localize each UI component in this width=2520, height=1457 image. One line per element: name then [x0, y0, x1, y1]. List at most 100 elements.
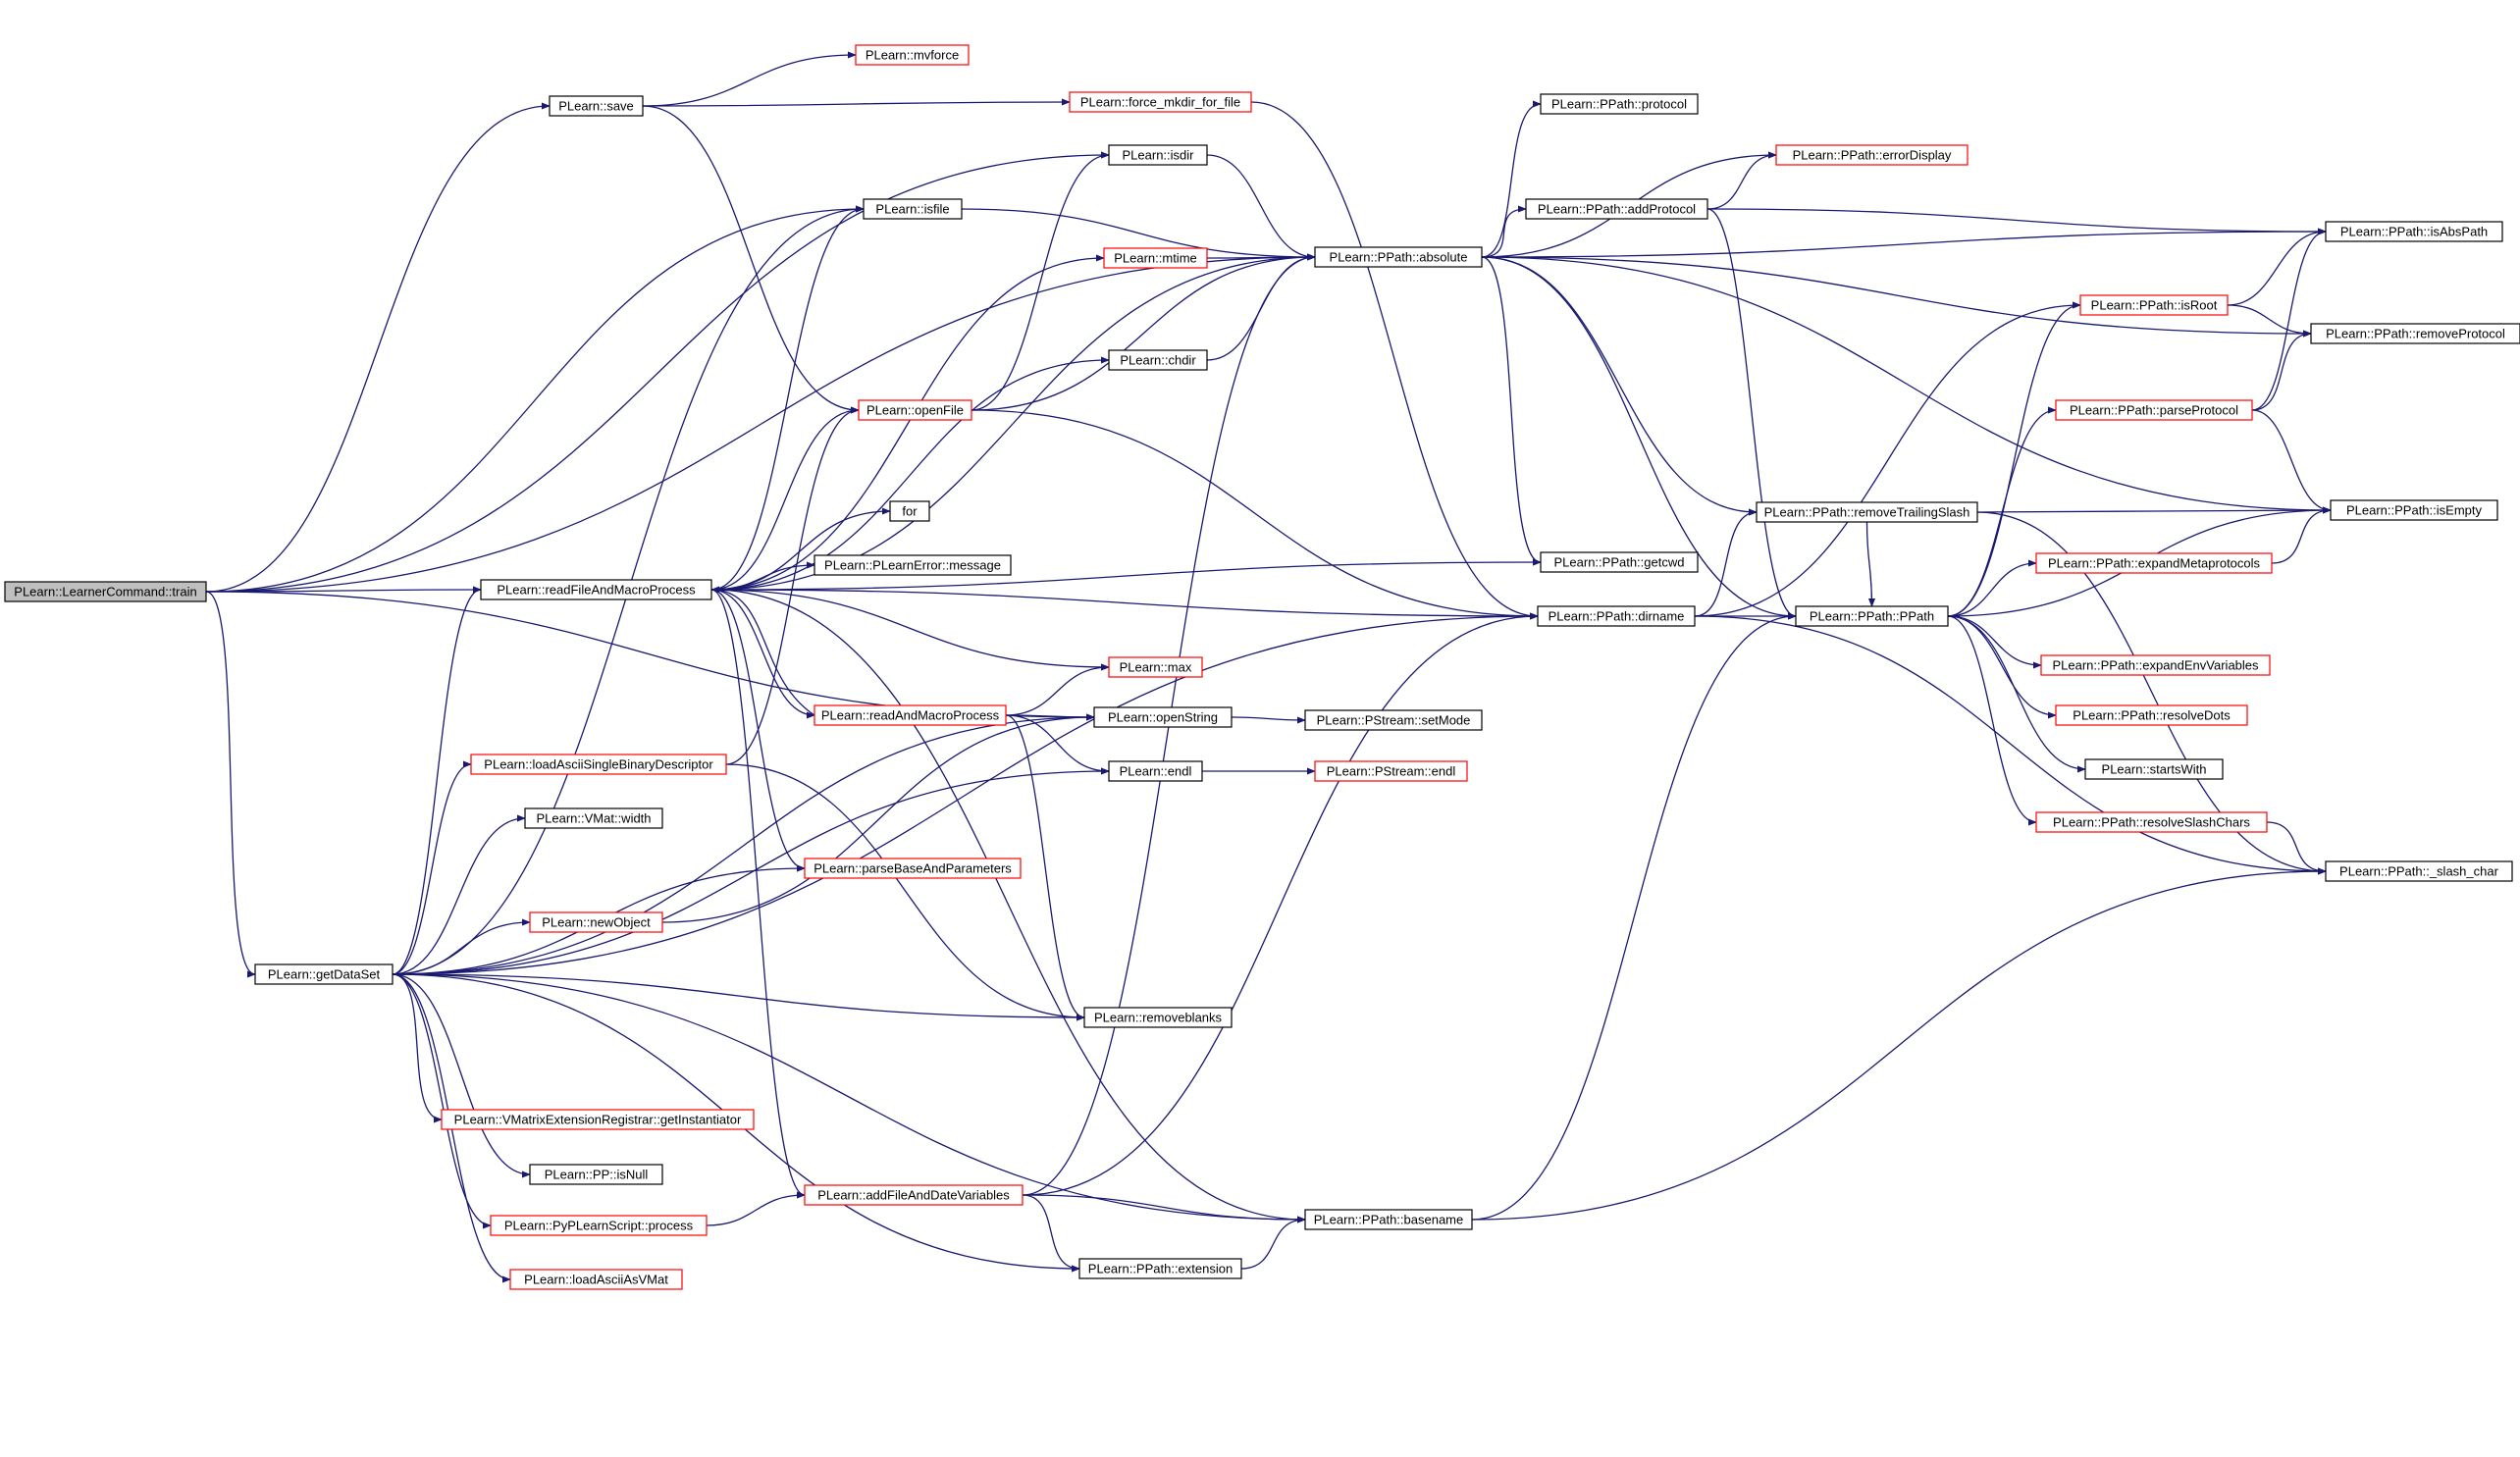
node-slashChar[interactable]: PLearn::PPath::_slash_char [2325, 860, 2513, 882]
node-removeblanks[interactable]: PLearn::removeblanks [1083, 1007, 1233, 1028]
node-label: PLearn::PPath::_slash_char [2339, 864, 2499, 879]
node-removeProtocol[interactable]: PLearn::PPath::removeProtocol [2310, 323, 2520, 344]
node-openFile[interactable]: PLearn::openFile [858, 399, 972, 421]
node-box [1304, 1209, 1473, 1230]
node-resolveDots[interactable]: PLearn::PPath::resolveDots [2055, 704, 2248, 726]
node-vmatWidth[interactable]: PLearn::VMat::width [524, 807, 663, 829]
node-getInstantiator[interactable]: PLearn::VMatrixExtensionRegistrar::getIn… [441, 1109, 755, 1130]
call-edge-ppath-to-startsWith [1947, 615, 2086, 773]
node-ppath[interactable]: PLearn::PPath::PPath [1795, 605, 1949, 627]
node-box [1795, 605, 1949, 627]
node-newObject[interactable]: PLearn::newObject [529, 911, 663, 933]
node-box [1078, 1258, 1242, 1279]
node-expandEnv[interactable]: PLearn::PPath::expandEnvVariables [2040, 654, 2271, 676]
call-edge-openFile-to-dirname [971, 409, 1539, 620]
call-edge-getDataSet-to-vmatWidth [392, 814, 526, 975]
call-edge-force_mkdir-to-dirname [1250, 101, 1539, 620]
call-edge-train-to-absolute [205, 253, 1316, 593]
node-readAndMacro[interactable]: PLearn::readAndMacroProcess [814, 704, 1007, 726]
node-errorDisplay[interactable]: PLearn::PPath::errorDisplay [1775, 144, 1969, 166]
node-setMode[interactable]: PLearn::PStream::setMode [1304, 709, 1483, 731]
node-loadAsciiSingle[interactable]: PLearn::loadAsciiSingleBinaryDescriptor [470, 754, 727, 775]
node-box [529, 911, 663, 933]
node-box [529, 1164, 663, 1185]
node-isEmpty[interactable]: PLearn::PPath::isEmpty [2330, 499, 2498, 521]
node-isdir[interactable]: PLearn::isdir [1108, 144, 1208, 166]
call-edge-save-to-mvforce [642, 51, 857, 107]
node-getDataSet[interactable]: PLearn::getDataSet [254, 963, 394, 985]
node-isRoot[interactable]: PLearn::PPath::isRoot [2079, 294, 2229, 316]
call-edge-basename-to-slashChar [1471, 867, 2327, 1221]
node-message[interactable]: PLearn::PLearnError::message [814, 554, 1012, 576]
node-for[interactable]: for [889, 500, 930, 522]
call-edge-removeTrailing-to-ppath [1865, 521, 1876, 607]
node-basename[interactable]: PLearn::PPath::basename [1304, 1209, 1473, 1230]
call-edge-addFileAndDate-to-basename [1022, 1194, 1306, 1223]
node-label: PLearn::PPath::dirname [1549, 609, 1685, 624]
node-endl[interactable]: PLearn::endl [1108, 760, 1203, 782]
call-edge-removeTrailing-to-isEmpty [1976, 506, 2332, 514]
node-max[interactable]: PLearn::max [1108, 656, 1203, 678]
node-label: for [902, 504, 918, 519]
node-readFile[interactable]: PLearn::readFileAndMacroProcess [480, 579, 712, 600]
node-label: PLearn::readFileAndMacroProcess [497, 583, 696, 598]
node-save[interactable]: PLearn::save [549, 95, 644, 117]
call-edge-readFile-to-openFile [710, 406, 860, 591]
node-dirname[interactable]: PLearn::PPath::dirname [1537, 605, 1696, 627]
node-absolute[interactable]: PLearn::PPath::absolute [1314, 246, 1483, 268]
node-label: PLearn::PLearnError::message [824, 558, 1001, 573]
call-edge-parseProtocol-to-isEmpty [2251, 409, 2332, 514]
call-edge-openString-to-setMode [1231, 716, 1306, 724]
call-edge-openFile-to-absolute [971, 253, 1316, 411]
node-label: PLearn::PPath::isEmpty [2346, 503, 2483, 518]
node-label: PLearn::PyPLearnScript::process [504, 1219, 694, 1233]
node-train[interactable]: PLearn::LearnerCommand::train [4, 581, 207, 602]
call-edge-addProtocol-to-errorDisplay [1706, 151, 1777, 210]
node-getcwd[interactable]: PLearn::PPath::getcwd [1540, 551, 1699, 573]
node-box [1108, 144, 1208, 166]
node-protocol[interactable]: PLearn::PPath::protocol [1540, 93, 1699, 115]
node-box [858, 399, 972, 421]
node-openString[interactable]: PLearn::openString [1093, 706, 1233, 728]
node-addProtocol[interactable]: PLearn::PPath::addProtocol [1525, 198, 1708, 220]
call-edge-absolute-to-removeProtocol [1481, 256, 2312, 338]
call-edge-absolute-to-isEmpty [1481, 256, 2332, 514]
node-addFileAndDate[interactable]: PLearn::addFileAndDateVariables [804, 1184, 1024, 1206]
node-label: PLearn::loadAsciiSingleBinaryDescriptor [484, 757, 713, 772]
node-pyProcess[interactable]: PLearn::PyPLearnScript::process [490, 1215, 708, 1236]
node-label: PLearn::max [1120, 660, 1192, 675]
node-isNull[interactable]: PLearn::PP::isNull [529, 1164, 663, 1185]
call-edge-absolute-to-ppath [1481, 256, 1797, 620]
call-edge-dirname-to-removeTrailing [1694, 508, 1758, 617]
node-parseBase[interactable]: PLearn::parseBaseAndParameters [804, 858, 1022, 879]
node-parseProtocol[interactable]: PLearn::PPath::parseProtocol [2055, 399, 2253, 421]
node-box [1069, 91, 1252, 113]
node-mvforce[interactable]: PLearn::mvforce [855, 44, 970, 66]
node-extension[interactable]: PLearn::PPath::extension [1078, 1258, 1242, 1279]
node-box [2084, 758, 2224, 780]
call-edge-dirname-to-slashChar [1694, 615, 2327, 875]
node-label: PLearn::parseBaseAndParameters [814, 861, 1012, 876]
call-edge-absolute-to-isAbsPath [1481, 228, 2327, 258]
node-box [889, 500, 930, 522]
call-edge-addFileAndDate-to-dirname [1022, 612, 1539, 1196]
node-isfile[interactable]: PLearn::isfile [863, 198, 963, 220]
call-edge-ppath-to-expandMeta [1947, 559, 2037, 617]
node-box [1103, 247, 1208, 269]
call-edge-getDataSet-to-pyProcess [392, 973, 492, 1229]
node-box [2325, 221, 2503, 242]
node-removeTrailing[interactable]: PLearn::PPath::removeTrailingSlash [1756, 501, 1978, 523]
node-isAbsPath[interactable]: PLearn::PPath::isAbsPath [2325, 221, 2503, 242]
node-label: PLearn::PPath::absolute [1330, 250, 1468, 265]
call-edge-getDataSet-to-isNull [392, 973, 531, 1178]
node-loadAsciiAsVMat[interactable]: PLearn::loadAsciiAsVMat [509, 1269, 683, 1290]
node-startsWith[interactable]: PLearn::startsWith [2084, 758, 2224, 780]
node-chdir[interactable]: PLearn::chdir [1108, 349, 1208, 371]
node-force_mkdir[interactable]: PLearn::force_mkdir_for_file [1069, 91, 1252, 113]
node-box [863, 198, 963, 220]
node-pstreamEndl[interactable]: PLearn::PStream::endl [1314, 760, 1468, 782]
node-mtime[interactable]: PLearn::mtime [1103, 247, 1208, 269]
node-resolveSlash[interactable]: PLearn::PPath::resolveSlashChars [2035, 811, 2268, 833]
call-edge-parseProtocol-to-isAbsPath [2251, 228, 2327, 411]
node-expandMeta[interactable]: PLearn::PPath::expandMetaprotocols [2035, 552, 2273, 574]
